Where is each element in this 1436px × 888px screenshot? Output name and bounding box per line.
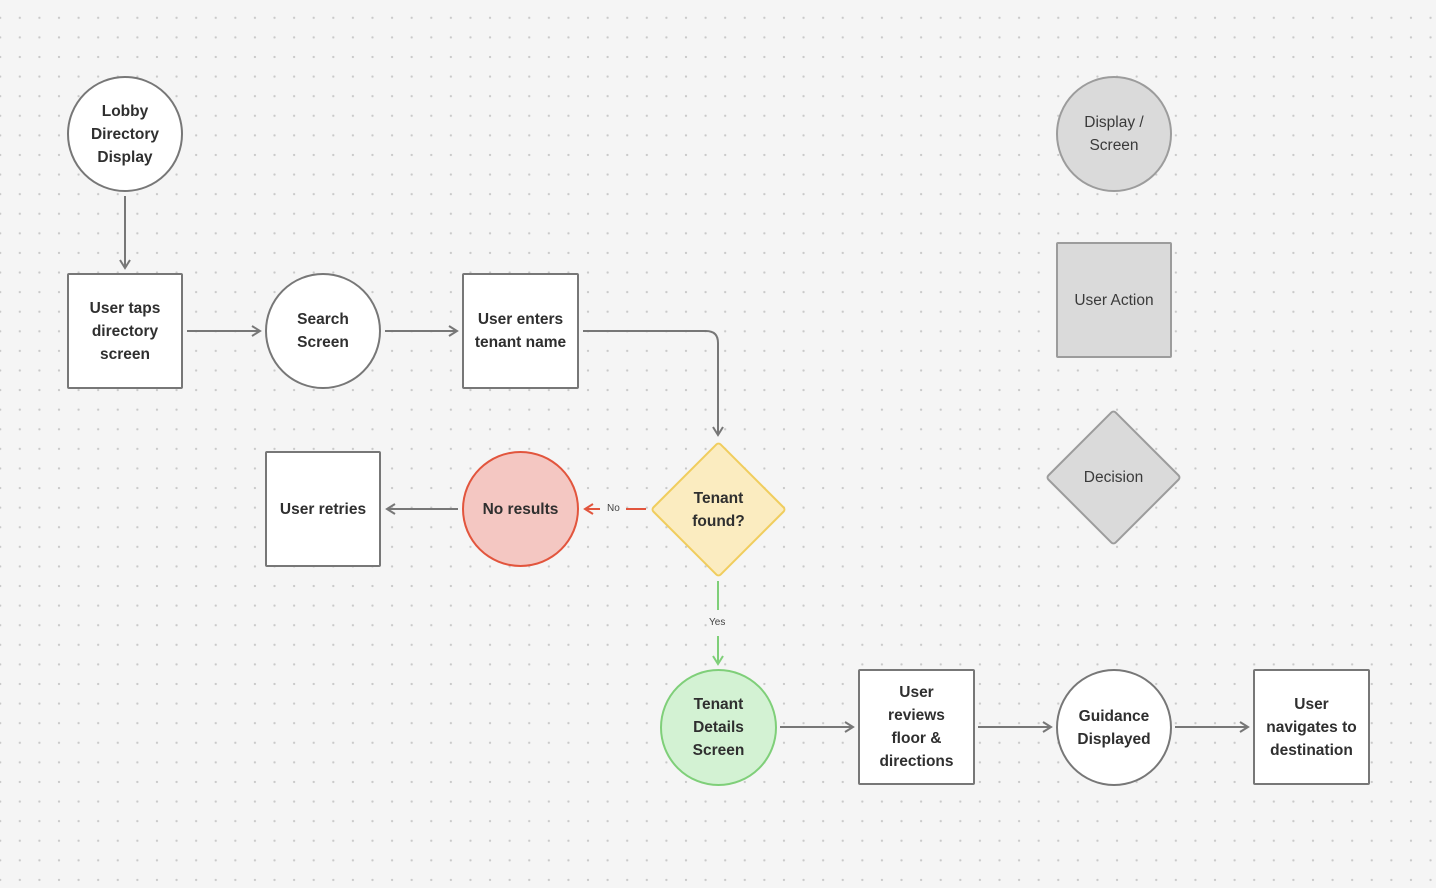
tenant-details-screen-label: Tenant Details Screen <box>692 696 745 759</box>
user-navigates-label: User navigates to destination <box>1266 695 1357 759</box>
legend-user-action-shape: User Action <box>1056 242 1172 358</box>
user-retries-label: User retries <box>279 500 367 518</box>
legend-decision-shape: Decision <box>1044 408 1183 547</box>
no-results-node[interactable]: No results <box>462 451 579 567</box>
legend-display-screen-shape: Display / Screen <box>1056 76 1172 192</box>
yes-edge-label: Yes <box>707 617 728 629</box>
user-enters-tenant-name-node[interactable]: User enters tenant name <box>462 273 579 389</box>
guidance-displayed-label: Guidance Displayed <box>1077 707 1151 748</box>
legend-decision-label: Decision <box>1083 469 1144 486</box>
search-screen-label: Search Screen <box>297 311 349 351</box>
user-navigates-node[interactable]: User navigates to destination <box>1253 669 1370 785</box>
user-reviews-floor-label: User reviews floor & directions <box>879 684 954 770</box>
user-taps-directory-screen-node[interactable]: User taps directory screen <box>67 273 183 389</box>
tenant-details-screen-node[interactable]: Tenant Details Screen <box>660 669 777 786</box>
connector-enters-to-decision <box>583 330 724 437</box>
legend-user-action-label: User Action <box>1074 291 1154 309</box>
search-screen-node[interactable]: Search Screen <box>265 273 381 389</box>
no-results-label: No results <box>482 500 559 518</box>
user-enters-tenant-name-label: User enters tenant name <box>474 311 567 351</box>
user-reviews-floor-node[interactable]: User reviews floor & directions <box>858 669 975 785</box>
no-edge-label: No <box>605 503 622 515</box>
user-taps-directory-screen-label: User taps directory screen <box>89 299 161 363</box>
guidance-displayed-node[interactable]: Guidance Displayed <box>1056 669 1172 786</box>
legend-display-screen-label: Display / Screen <box>1084 114 1144 154</box>
lobby-directory-display-node[interactable]: Lobby Directory Display <box>67 76 183 192</box>
tenant-found-decision-node[interactable]: Tenant found? <box>649 440 788 579</box>
tenant-found-label: Tenant found? <box>692 489 745 530</box>
lobby-directory-display-label: Lobby Directory Display <box>90 102 160 166</box>
user-retries-node[interactable]: User retries <box>265 451 381 567</box>
